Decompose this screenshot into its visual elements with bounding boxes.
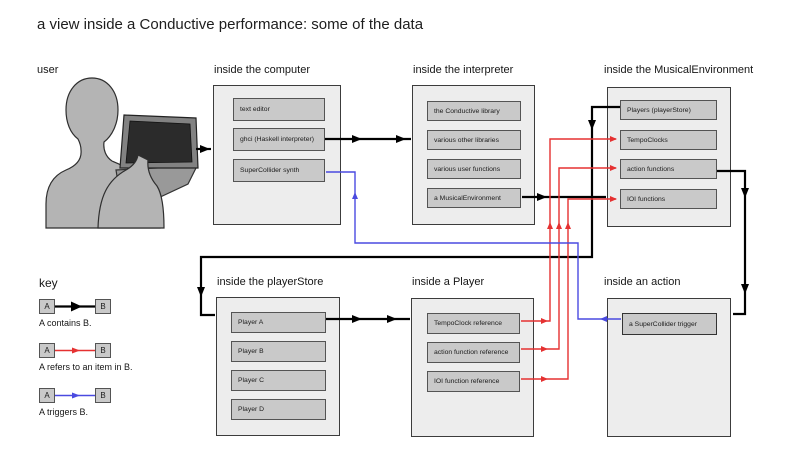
box-player-c: Player C <box>231 370 326 391</box>
key-box-a-contains: A <box>39 299 55 314</box>
box-a-musicalenvironment: a MusicalEnvironment <box>427 188 521 208</box>
label-interpreter: inside the interpreter <box>413 64 514 76</box>
box-tempoclock-reference: TempoClock reference <box>427 313 520 334</box>
person-silhouette <box>45 77 161 229</box>
label-musical-environment: inside the MusicalEnvironment <box>604 64 754 76</box>
box-supercollider-trigger: a SuperCollider trigger <box>622 313 717 335</box>
box-player-d: Player D <box>231 399 326 420</box>
edge-tempoclockref-to-tempoclocks <box>521 136 617 324</box>
box-action-functions: action functions <box>620 159 717 179</box>
key-caption-refers: A refers to an item in B. <box>39 362 133 372</box>
key-box-a-triggers: A <box>39 388 55 403</box>
key-box-a-refers: A <box>39 343 55 358</box>
laptop-base <box>115 165 198 200</box>
key-caption-triggers: A triggers B. <box>39 407 89 417</box>
laptop-screen <box>125 120 193 164</box>
key-arrow-refers <box>55 347 95 354</box>
laptop-screen-frame <box>119 114 199 169</box>
box-text-editor: text editor <box>233 98 325 121</box>
box-ghci: ghci (Haskell interpreter) <box>233 128 325 151</box>
laptop-icon <box>115 114 199 200</box>
box-action-function-reference: action function reference <box>427 342 520 363</box>
key-arrow-triggers <box>55 392 95 399</box>
box-conductive-library: the Conductive library <box>427 101 521 121</box>
page-title: a view inside a Conductive performance: … <box>37 16 424 33</box>
label-computer: inside the computer <box>214 64 310 76</box>
label-user: user <box>37 64 59 76</box>
box-various-user-functions: various user functions <box>427 159 521 179</box>
label-player: inside a Player <box>412 276 485 288</box>
key-title: key <box>39 276 58 290</box>
key-box-b-refers: B <box>95 343 111 358</box>
key-caption-contains: A contains B. <box>39 318 92 328</box>
user-figure <box>45 77 199 229</box>
key-box-b-triggers: B <box>95 388 111 403</box>
box-various-other-libraries: various other libraries <box>427 130 521 150</box>
label-player-store: inside the playerStore <box>217 276 324 288</box>
box-players-playerstore: Players (playerStore) <box>620 100 717 120</box>
box-tempoclocks: TempoClocks <box>620 130 717 150</box>
person-arm <box>97 154 165 229</box>
box-ioi-functions: IOI functions <box>620 189 717 209</box>
box-player-b: Player B <box>231 341 326 362</box>
box-ioi-function-reference: IOI function reference <box>427 371 520 392</box>
edge-user-to-computer <box>196 145 211 153</box>
key-arrow-contains <box>55 301 95 312</box>
edge-ioifnref-to-ioifunctions <box>521 196 617 382</box>
edge-actionfnref-to-actionfunctions <box>521 165 617 352</box>
key-box-b-contains: B <box>95 299 111 314</box>
label-action: inside an action <box>604 276 681 288</box>
box-player-a: Player A <box>231 312 326 333</box>
box-supercollider-synth: SuperCollider synth <box>233 159 325 182</box>
